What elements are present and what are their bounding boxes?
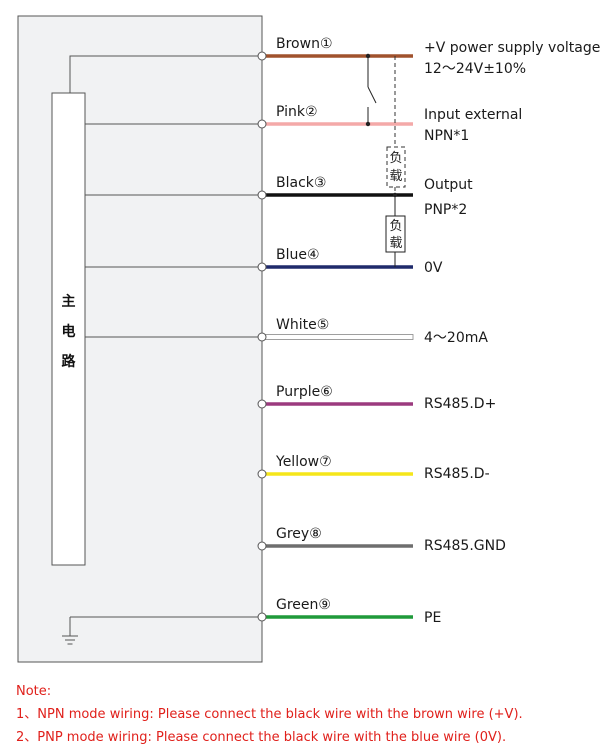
wire-label: Blue④ xyxy=(276,247,320,263)
wire-0: Brown① +V power supply voltage 12～24V±10% xyxy=(257,36,600,77)
wire-function: PNP*2 xyxy=(424,202,467,218)
terminal-icon xyxy=(257,612,267,622)
wire-function: 0V xyxy=(424,260,443,276)
wire-label: Yellow⑦ xyxy=(275,454,332,470)
terminal-icon xyxy=(257,469,267,479)
note-title: Note: xyxy=(16,684,52,699)
wire-label: Green⑨ xyxy=(276,597,331,613)
wire-7: Grey⑧ RS485.GND xyxy=(257,526,506,554)
wiring-diagram: 主 电 路 Brown① +V power supply voltage 12～24… xyxy=(17,15,600,663)
wire-4: White⑤ 4～20mA xyxy=(257,317,488,346)
terminal-icon xyxy=(257,190,267,200)
wire-label: Black③ xyxy=(276,175,326,191)
terminal-icon xyxy=(257,332,267,342)
block-char: 路 xyxy=(62,353,77,370)
wire-label: Grey⑧ xyxy=(276,526,322,542)
wire-8: Green⑨ PE xyxy=(257,597,441,626)
wire-function: 4～20mA xyxy=(424,330,488,346)
npn-load: 负 载 xyxy=(386,56,406,195)
wire-function: RS485.D+ xyxy=(424,396,496,412)
wire-label: Brown① xyxy=(276,36,333,52)
npn-switch xyxy=(365,53,377,127)
block-char: 主 xyxy=(62,293,76,310)
wire-5: Purple⑥ RS485.D+ xyxy=(257,384,496,412)
wire-function: RS485.GND xyxy=(424,538,506,554)
wire-label: White⑤ xyxy=(276,317,329,333)
wire-function: Input external xyxy=(424,107,522,123)
terminal-icon xyxy=(257,51,267,61)
wire-label: Pink② xyxy=(276,104,318,120)
notes-section: Note: 1、NPN mode wiring: Please connect … xyxy=(16,680,606,749)
load-char: 负 xyxy=(389,219,402,234)
load-char: 载 xyxy=(389,169,402,184)
wire-function: PE xyxy=(424,610,441,626)
wire-line xyxy=(261,334,414,340)
load-char: 负 xyxy=(389,151,402,166)
note-line: 1、NPN mode wiring: Please connect the bl… xyxy=(16,707,523,722)
wire-function: 12～24V±10% xyxy=(424,61,526,77)
wire-function: NPN*1 xyxy=(424,128,469,144)
wire-function: +V power supply voltage xyxy=(424,40,600,56)
wire-function: RS485.D- xyxy=(424,466,490,482)
note-line: 2、PNP mode wiring: Please connect the bl… xyxy=(16,730,507,745)
load-char: 载 xyxy=(389,236,402,251)
terminal-icon xyxy=(257,119,267,129)
wire-function: Output xyxy=(424,177,473,193)
ground-icon xyxy=(62,635,78,645)
terminal-icon xyxy=(257,399,267,409)
pnp-load: 负 载 xyxy=(385,192,406,267)
terminal-icon xyxy=(257,541,267,551)
wire-3: Blue④ 0V xyxy=(257,247,443,276)
terminal-icon xyxy=(257,262,267,272)
block-char: 电 xyxy=(62,323,76,340)
internal-connections xyxy=(69,55,262,636)
main-circuit-block xyxy=(51,92,86,566)
wire-label: Purple⑥ xyxy=(276,384,333,400)
wire-6: Yellow⑦ RS485.D- xyxy=(257,454,490,482)
